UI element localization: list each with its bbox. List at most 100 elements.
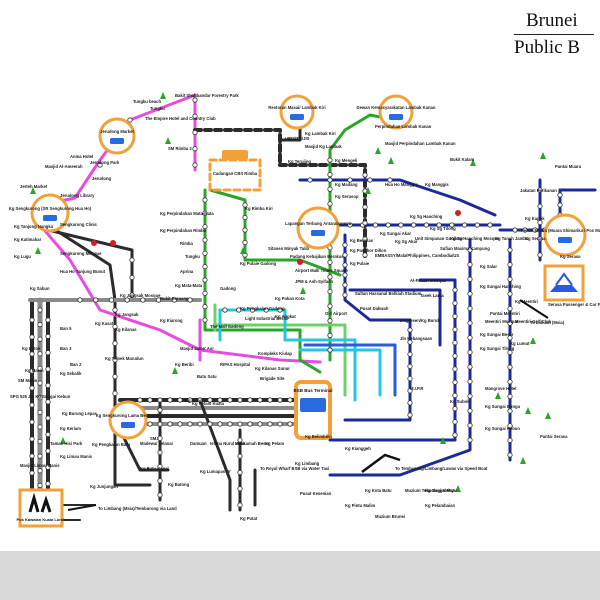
label-t110: Pusat Kesenian [300, 491, 332, 496]
label-t138: Kg Belimbing [305, 434, 332, 439]
footer-margin [0, 551, 600, 600]
label-t136: Kg Masin [25, 368, 44, 373]
station-165 [372, 222, 379, 228]
station-217 [362, 204, 368, 210]
route-line-3 [38, 218, 117, 422]
station-199 [157, 421, 163, 427]
station-154 [507, 335, 513, 341]
hub-ring [279, 94, 315, 130]
station-205 [237, 437, 243, 443]
route-line-24 [328, 113, 387, 152]
station-149 [507, 262, 513, 268]
route-line-4 [46, 228, 134, 302]
label-t23: Kg Jangsak Mosque [120, 293, 161, 298]
station-91 [242, 227, 248, 233]
station-76 [267, 421, 273, 427]
landmark-icon [172, 367, 178, 374]
station-55 [217, 397, 223, 403]
station-109 [342, 252, 348, 258]
station-224 [124, 297, 130, 303]
station-23 [29, 470, 35, 476]
label-t86: Kg Junjungan [90, 484, 118, 489]
route-line-7 [113, 418, 152, 487]
station-134 [467, 247, 473, 253]
label-t63: Pantai Serasa [540, 434, 568, 439]
label-t21: Sengkurong Mosque [60, 251, 102, 256]
hub-label: Restoran Masai/ Lambak Kiri [268, 105, 325, 110]
label-t134: Kg Pakan Kota [275, 296, 305, 301]
label-t98: Brigade Site [260, 376, 285, 381]
station-4 [37, 365, 43, 372]
label-t116: Kg Sg Tilong [430, 226, 456, 231]
station-158 [507, 393, 513, 400]
station-19 [29, 402, 35, 408]
label-t65: Meentiri Mosque [485, 319, 519, 324]
station-203 [157, 478, 163, 484]
label-t91: Istana Nurul Iman [210, 441, 246, 446]
station-22 [29, 453, 35, 459]
station-69 [197, 421, 203, 427]
station-186 [557, 202, 563, 208]
station-52 [187, 397, 193, 403]
route-line-43 [348, 288, 442, 347]
label-t30: Kg Madang [335, 182, 358, 187]
hub-ring [108, 400, 148, 440]
label-t60: Mangrove Hotel [485, 386, 516, 391]
label-t22: Hua Ho Tanjung Bunut [60, 269, 106, 274]
label-t50: Sultan Hassanal Bolkiah Stadium [355, 291, 422, 296]
station-215 [362, 172, 368, 178]
label-t74: Masjid Jame' Asr [180, 346, 214, 351]
hub-ring [30, 193, 70, 233]
station-33 [45, 448, 51, 454]
station-201 [157, 449, 163, 456]
label-t20: Kg Mata-Mata [175, 283, 203, 288]
landmark-icon [520, 457, 526, 464]
route-line-13 [198, 398, 232, 512]
station-9 [37, 438, 43, 445]
station-161 [507, 437, 513, 443]
label-t47: EMBASSY/Mala/Philippines, Cambodia/US [375, 253, 459, 258]
mosque-icon [110, 240, 116, 246]
map-title-line-2: Public B [514, 37, 580, 58]
label-t73: To Labuan (Msia) [530, 320, 565, 325]
label-t33: Perpindahan Lambak Kanan [375, 124, 432, 129]
label-t81: Kg Burung Lepas [62, 411, 98, 416]
landmark-icon [60, 437, 66, 444]
label-t26: Bukit Beruang [160, 296, 189, 301]
label-t137: Kg Batong [168, 482, 190, 487]
route-line-36 [328, 278, 457, 442]
station-59 [257, 397, 263, 403]
station-189 [537, 203, 543, 209]
arrow-temburong-icon [361, 453, 401, 474]
station-160 [507, 423, 513, 429]
checkpoint-icon [28, 492, 52, 513]
station-29 [45, 382, 51, 389]
station-39 [112, 340, 118, 346]
landmark-icon [160, 92, 166, 99]
station-35 [45, 481, 51, 487]
station-104 [327, 303, 333, 309]
label-t114: Kg Kasat [95, 321, 114, 326]
station-80 [202, 210, 208, 216]
station-182 [532, 227, 538, 233]
station-171 [449, 222, 455, 228]
station-66 [167, 421, 173, 427]
hub-ring [378, 94, 414, 130]
station-188 [537, 187, 543, 193]
label-t46: Kg Tanah Jambu [495, 236, 529, 241]
station-227 [171, 297, 177, 303]
station-96 [327, 186, 333, 192]
bus-icon [311, 230, 325, 236]
bus-icon [121, 422, 135, 428]
station-178 [367, 177, 373, 183]
label-t37: Bukit Kalam [450, 157, 474, 162]
landmark-icon [540, 152, 546, 159]
arrow-limbang-icon [67, 504, 97, 511]
station-209 [237, 502, 243, 508]
label-t139: Kg Sungai Akar [380, 231, 411, 236]
title-divider [514, 34, 594, 35]
map-title-line-1: Brunei [526, 10, 578, 31]
station-141 [467, 349, 473, 355]
station-221 [77, 297, 83, 303]
